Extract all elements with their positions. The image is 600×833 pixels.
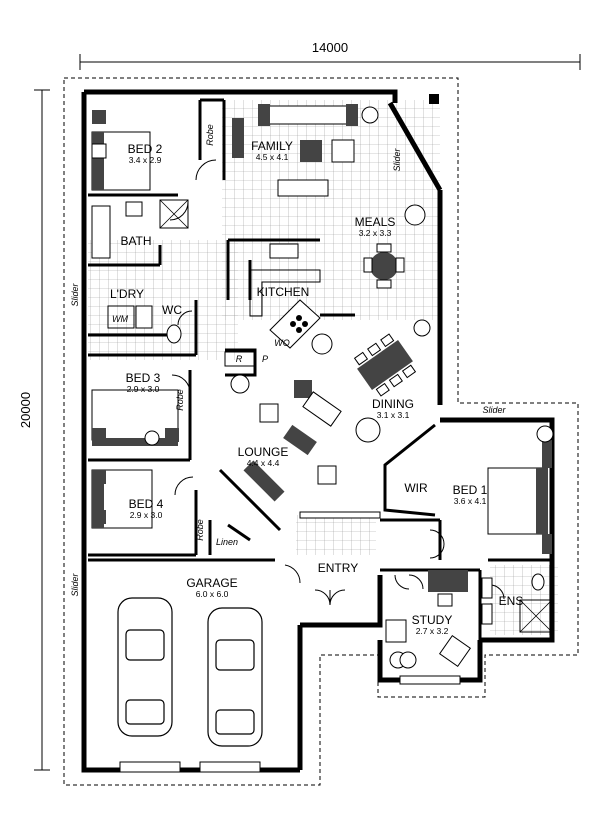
wm-note: WM xyxy=(112,314,128,324)
family-label: FAMILY xyxy=(251,139,293,153)
tiled-floor xyxy=(88,100,558,635)
ens-label: ENS xyxy=(499,594,524,608)
meals-furniture xyxy=(363,204,426,289)
meals-size: 3.2 x 3.3 xyxy=(359,228,392,238)
garage-size: 6.0 x 6.0 xyxy=(196,589,229,599)
robe-bed4: Robe xyxy=(195,519,205,541)
lounge-size: 4.4 x 4.4 xyxy=(247,458,280,468)
r-note: R xyxy=(236,354,243,364)
windows xyxy=(119,511,461,773)
robe-bed3: Robe xyxy=(175,389,185,411)
bed-4-furniture xyxy=(91,469,153,529)
bed-1-furniture xyxy=(487,440,552,554)
bed4-size: 2.9 x 3.0 xyxy=(130,510,163,520)
ldry-label: L'DRY xyxy=(110,287,144,301)
bed4-label: BED 4 xyxy=(129,497,164,511)
meals-label: MEALS xyxy=(355,215,396,229)
lounge-label: LOUNGE xyxy=(238,445,289,459)
slider-bed1: Slider xyxy=(482,405,506,415)
linen-note: Linen xyxy=(216,537,238,547)
kitchen-bench xyxy=(249,243,321,349)
bed2-size: 3.4 x 2.9 xyxy=(129,155,162,165)
dining-size: 3.1 x 3.1 xyxy=(377,410,410,420)
dining-label: DINING xyxy=(372,397,414,411)
bed3-label: BED 3 xyxy=(126,371,161,385)
height-label: 20000 xyxy=(18,392,33,428)
robe-bed2: Robe xyxy=(205,124,215,146)
bed-2-furniture xyxy=(91,110,151,191)
room-labels: BED 2 3.4 x 2.9 FAMILY 4.5 x 4.1 MEALS 3… xyxy=(110,139,523,636)
kitchen-label: KITCHEN xyxy=(257,285,310,299)
plants xyxy=(144,319,554,669)
study-label: STUDY xyxy=(412,613,453,627)
width-dimension: 14000 xyxy=(79,40,581,70)
entry-label: ENTRY xyxy=(318,561,358,575)
bed1-label: BED 1 xyxy=(453,483,488,497)
width-label: 14000 xyxy=(312,40,348,55)
p-note: P xyxy=(262,354,268,364)
slider-garage: Slider xyxy=(70,572,80,596)
bed3-size: 2.9 x 3.0 xyxy=(127,384,160,394)
bed1-size: 3.6 x 4.1 xyxy=(454,496,487,506)
wo-note: WO xyxy=(274,338,290,348)
garage-label: GARAGE xyxy=(186,576,237,590)
north-marker xyxy=(429,94,439,104)
slider-ldry: Slider xyxy=(70,282,80,306)
dining-furniture xyxy=(353,333,417,397)
family-furniture xyxy=(232,104,379,197)
bathroom-fixtures xyxy=(91,199,256,367)
family-size: 4.5 x 4.1 xyxy=(256,152,289,162)
slider-family: Slider xyxy=(392,147,402,171)
bed-3-furniture xyxy=(91,389,179,446)
bed2-label: BED 2 xyxy=(128,142,163,156)
door-swings xyxy=(169,159,505,606)
lounge-furniture xyxy=(243,380,342,502)
ensuite-fixtures xyxy=(481,573,553,633)
study-size: 2.7 x 3.2 xyxy=(416,626,449,636)
wir-label: WIR xyxy=(404,481,428,495)
wc-label: WC xyxy=(162,303,182,317)
eaves-outline xyxy=(63,77,579,786)
annotations: Robe Robe Robe Linen WM WO R P Slider Sl… xyxy=(70,124,507,596)
bath-label: BATH xyxy=(120,234,151,248)
height-dimension: 20000 xyxy=(18,89,50,771)
garage-cars xyxy=(117,597,263,747)
